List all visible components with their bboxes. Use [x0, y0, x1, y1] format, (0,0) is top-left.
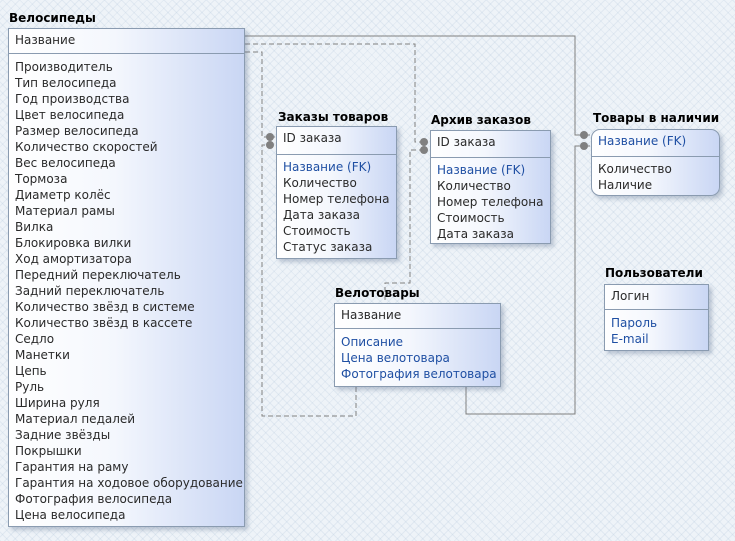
attribute: Задние звёзды — [15, 428, 111, 442]
rel-goods-archive — [384, 149, 428, 300]
attribute: Год производства — [15, 92, 130, 106]
attribute: Фотография велосипеда — [15, 492, 173, 506]
attribute: Производитель — [15, 60, 113, 74]
attribute: Руль — [15, 380, 45, 394]
pk-attribute: Логин — [611, 289, 650, 303]
attribute: Цена велосипеда — [15, 508, 126, 522]
attribute: Количество звёзд в кассете — [15, 316, 193, 330]
attribute: Размер велосипеда — [15, 124, 139, 138]
entity-archive-pk: ID заказа — [431, 131, 550, 158]
attribute: Статус заказа — [283, 240, 373, 254]
attribute: Ширина руля — [15, 396, 100, 410]
attribute: Номер телефона — [283, 192, 390, 206]
attribute: Дата заказа — [283, 208, 360, 222]
fk-attribute: Название (FK) — [283, 160, 372, 174]
attribute: Материал рамы — [15, 204, 115, 218]
attribute: Передний переключатель — [15, 268, 181, 282]
rel-bikes-orders — [245, 51, 275, 138]
attribute: Покрышки — [15, 444, 82, 458]
rel-goods-orders — [261, 144, 357, 417]
attribute: Тормоза — [15, 172, 68, 186]
attribute: Наличие — [598, 178, 653, 192]
rel-end-dot — [580, 131, 588, 139]
attribute: Пароль — [611, 316, 658, 330]
attribute: Тип велосипеда — [15, 76, 117, 90]
attribute: Количество — [283, 176, 357, 190]
attribute: Стоимость — [437, 211, 505, 225]
attribute: Описание — [341, 335, 404, 349]
attribute: Ход амортизатора — [15, 252, 132, 266]
attribute: Количество скоростей — [15, 140, 158, 154]
attribute: Вилка — [15, 220, 54, 234]
rel-end-dot — [266, 141, 274, 149]
attribute: Задний переключатель — [15, 284, 165, 298]
attribute: Цена велотовара — [341, 351, 450, 365]
rel-end-dot — [420, 146, 428, 154]
fk-attribute: Название (FK) — [437, 163, 526, 177]
entity-title-goods: Велотовары — [335, 286, 420, 300]
attribute: Блокировка вилки — [15, 236, 132, 250]
attribute: Гарантия на ходовое оборудование — [15, 476, 243, 490]
entity-title-archive: Архив заказов — [431, 113, 531, 127]
pk-attribute: ID заказа — [437, 135, 496, 149]
attribute: Материал педалей — [15, 412, 136, 426]
attribute: Вес велосипеда — [15, 156, 116, 170]
entity-goods-pk: Название — [335, 304, 500, 329]
attribute: Количество звёзд в системе — [15, 300, 195, 314]
attribute: Номер телефона — [437, 195, 544, 209]
entity-title-users: Пользователи — [605, 266, 703, 280]
attribute: E-mail — [611, 332, 649, 346]
attribute: Фотография велотовара — [341, 367, 497, 381]
attribute: Количество — [598, 162, 672, 176]
entity-stock-pk: Название (FK) — [592, 130, 719, 157]
attribute: Цепь — [15, 364, 47, 378]
pk-attribute: ID заказа — [283, 131, 342, 145]
entity-users-pk: Логин — [605, 285, 708, 310]
attribute: Гарантия на раму — [15, 460, 129, 474]
entity-bikes-pk: Название — [9, 29, 244, 54]
attribute: Количество — [437, 179, 511, 193]
entity-title-bikes: Велосипеды — [9, 11, 96, 25]
pk-attribute: Название — [341, 308, 402, 322]
rel-end-dot — [266, 133, 274, 141]
pk-attribute: Название (FK) — [598, 134, 687, 148]
attribute: Цвет велосипеда — [15, 108, 125, 122]
attribute: Диаметр колёс — [15, 188, 111, 202]
attribute: Манетки — [15, 348, 70, 362]
attribute: Стоимость — [283, 224, 351, 238]
rel-end-dot — [420, 138, 428, 146]
attribute: Дата заказа — [437, 227, 514, 241]
entity-title-stock: Товары в наличии — [593, 111, 720, 125]
attribute: Седло — [15, 332, 55, 346]
entity-orders-pk: ID заказа — [277, 127, 396, 155]
entity-title-orders: Заказы товаров — [278, 110, 389, 124]
rel-end-dot — [580, 142, 588, 150]
pk-attribute: Название — [15, 33, 76, 47]
